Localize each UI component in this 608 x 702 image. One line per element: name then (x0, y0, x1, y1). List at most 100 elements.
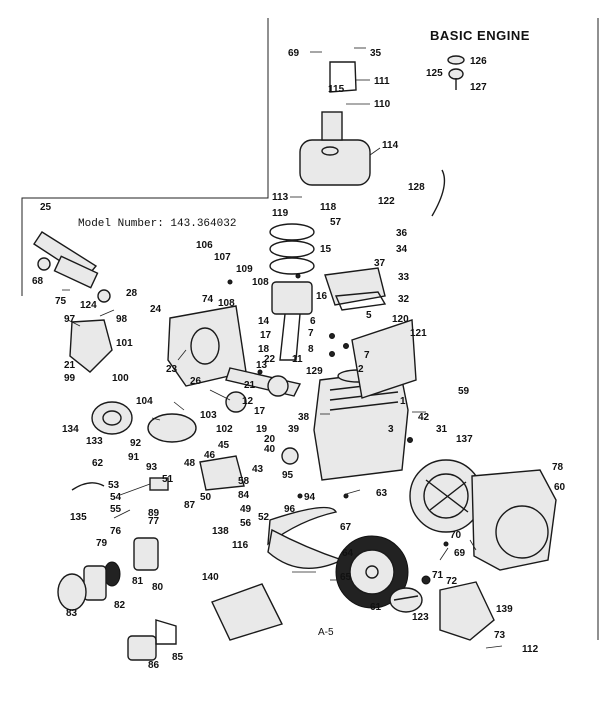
fuel-tank-assembly (290, 47, 446, 217)
carburetor-linkage (71, 447, 299, 491)
callout: 39 (288, 424, 300, 435)
seal-parts (33, 231, 111, 303)
callout: 112 (522, 644, 539, 655)
diagram-border (21, 18, 599, 640)
callout: 122 (378, 196, 395, 207)
callout: 13 (256, 360, 268, 371)
callout: 108 (252, 277, 269, 288)
callout: 49 (240, 504, 252, 515)
callout: 12 (242, 396, 254, 407)
callout: 126 (470, 56, 487, 67)
callout: 19 (256, 424, 268, 435)
callout: 45 (218, 440, 230, 451)
callout: 94 (304, 492, 316, 503)
callout: 5 (366, 310, 372, 321)
piston-ring (269, 240, 315, 258)
callout: 93 (146, 462, 158, 473)
callout: 95 (282, 470, 294, 481)
callout: 101 (116, 338, 133, 349)
callout: 97 (64, 314, 76, 325)
callout: 138 (212, 526, 229, 537)
callout: 25 (40, 202, 52, 213)
callout: 139 (496, 604, 513, 615)
starter-123 (389, 587, 423, 613)
callout: 8 (308, 344, 314, 355)
callout: 82 (114, 600, 126, 611)
model-number: Model Number: 143.364032 (78, 218, 236, 230)
crankcase-half (167, 305, 247, 387)
callout: 85 (172, 652, 184, 663)
crankcase (167, 305, 247, 387)
callout: 57 (330, 217, 342, 228)
callout: 86 (148, 660, 160, 671)
callout: 69 (454, 548, 466, 559)
callout: 120 (392, 314, 409, 325)
piston (271, 281, 313, 315)
callout: 129 (306, 366, 323, 377)
connecting-rod (279, 313, 301, 361)
drum-104 (147, 413, 197, 443)
callout: 16 (316, 291, 328, 302)
callout: 7 (308, 328, 314, 339)
callout: 65 (340, 572, 352, 583)
callout: 99 (64, 373, 76, 384)
cover-64 (267, 506, 344, 570)
callout: 6 (310, 316, 316, 327)
callout: 60 (554, 482, 566, 493)
callout: 63 (376, 488, 388, 499)
callout: 61 (370, 602, 382, 613)
callout: 118 (320, 202, 337, 213)
callout: 59 (458, 386, 470, 397)
bracket-121 (351, 319, 417, 399)
callout: 24 (150, 304, 162, 315)
callout: 124 (80, 300, 97, 311)
callout: 103 (200, 410, 217, 421)
callout: 87 (184, 500, 196, 511)
callout: 7 (364, 350, 370, 361)
callout: 64 (342, 548, 354, 559)
piston-ring (269, 257, 315, 275)
callout: 33 (398, 272, 410, 283)
callout: 17 (254, 406, 266, 417)
callout: 78 (552, 462, 564, 473)
callout: 127 (470, 82, 487, 93)
spring-parts (127, 619, 177, 661)
callout: 42 (418, 412, 430, 423)
callout: 71 (432, 570, 444, 581)
callout: 58 (238, 476, 250, 487)
callout: 80 (152, 582, 164, 593)
reed-block (324, 267, 386, 306)
callout: 51 (162, 474, 174, 485)
callout: 109 (236, 264, 253, 275)
callout: 36 (396, 228, 408, 239)
callout: 11 (292, 354, 303, 365)
callout: 76 (110, 526, 122, 537)
callout: 81 (132, 576, 144, 587)
air-filter-assembly (57, 537, 159, 611)
callout: 84 (238, 490, 250, 501)
governor-plate (69, 319, 113, 373)
callout-labels: 25 68 75 124 28 24 97 98 101 21 99 100 2… (32, 48, 566, 671)
callout: 125 (426, 68, 443, 79)
callout: 14 (258, 316, 270, 327)
piston-ring (269, 223, 315, 241)
callout: 116 (232, 540, 249, 551)
callout-leaders (62, 289, 503, 649)
rewind-139 (439, 581, 495, 641)
callout: 55 (110, 504, 122, 515)
callout: 37 (374, 258, 386, 269)
callout: 92 (130, 438, 142, 449)
callout: 104 (136, 396, 153, 407)
callout: 119 (272, 208, 289, 219)
bearing-133 (91, 401, 133, 435)
callout: 68 (32, 276, 44, 287)
piston-assembly (269, 223, 315, 361)
callout: 134 (62, 424, 79, 435)
tank-bracket (329, 61, 357, 93)
fuel-cap (321, 111, 343, 141)
blower-housing (471, 469, 557, 571)
callout: 46 (204, 450, 216, 461)
callout: 89 (148, 508, 160, 519)
